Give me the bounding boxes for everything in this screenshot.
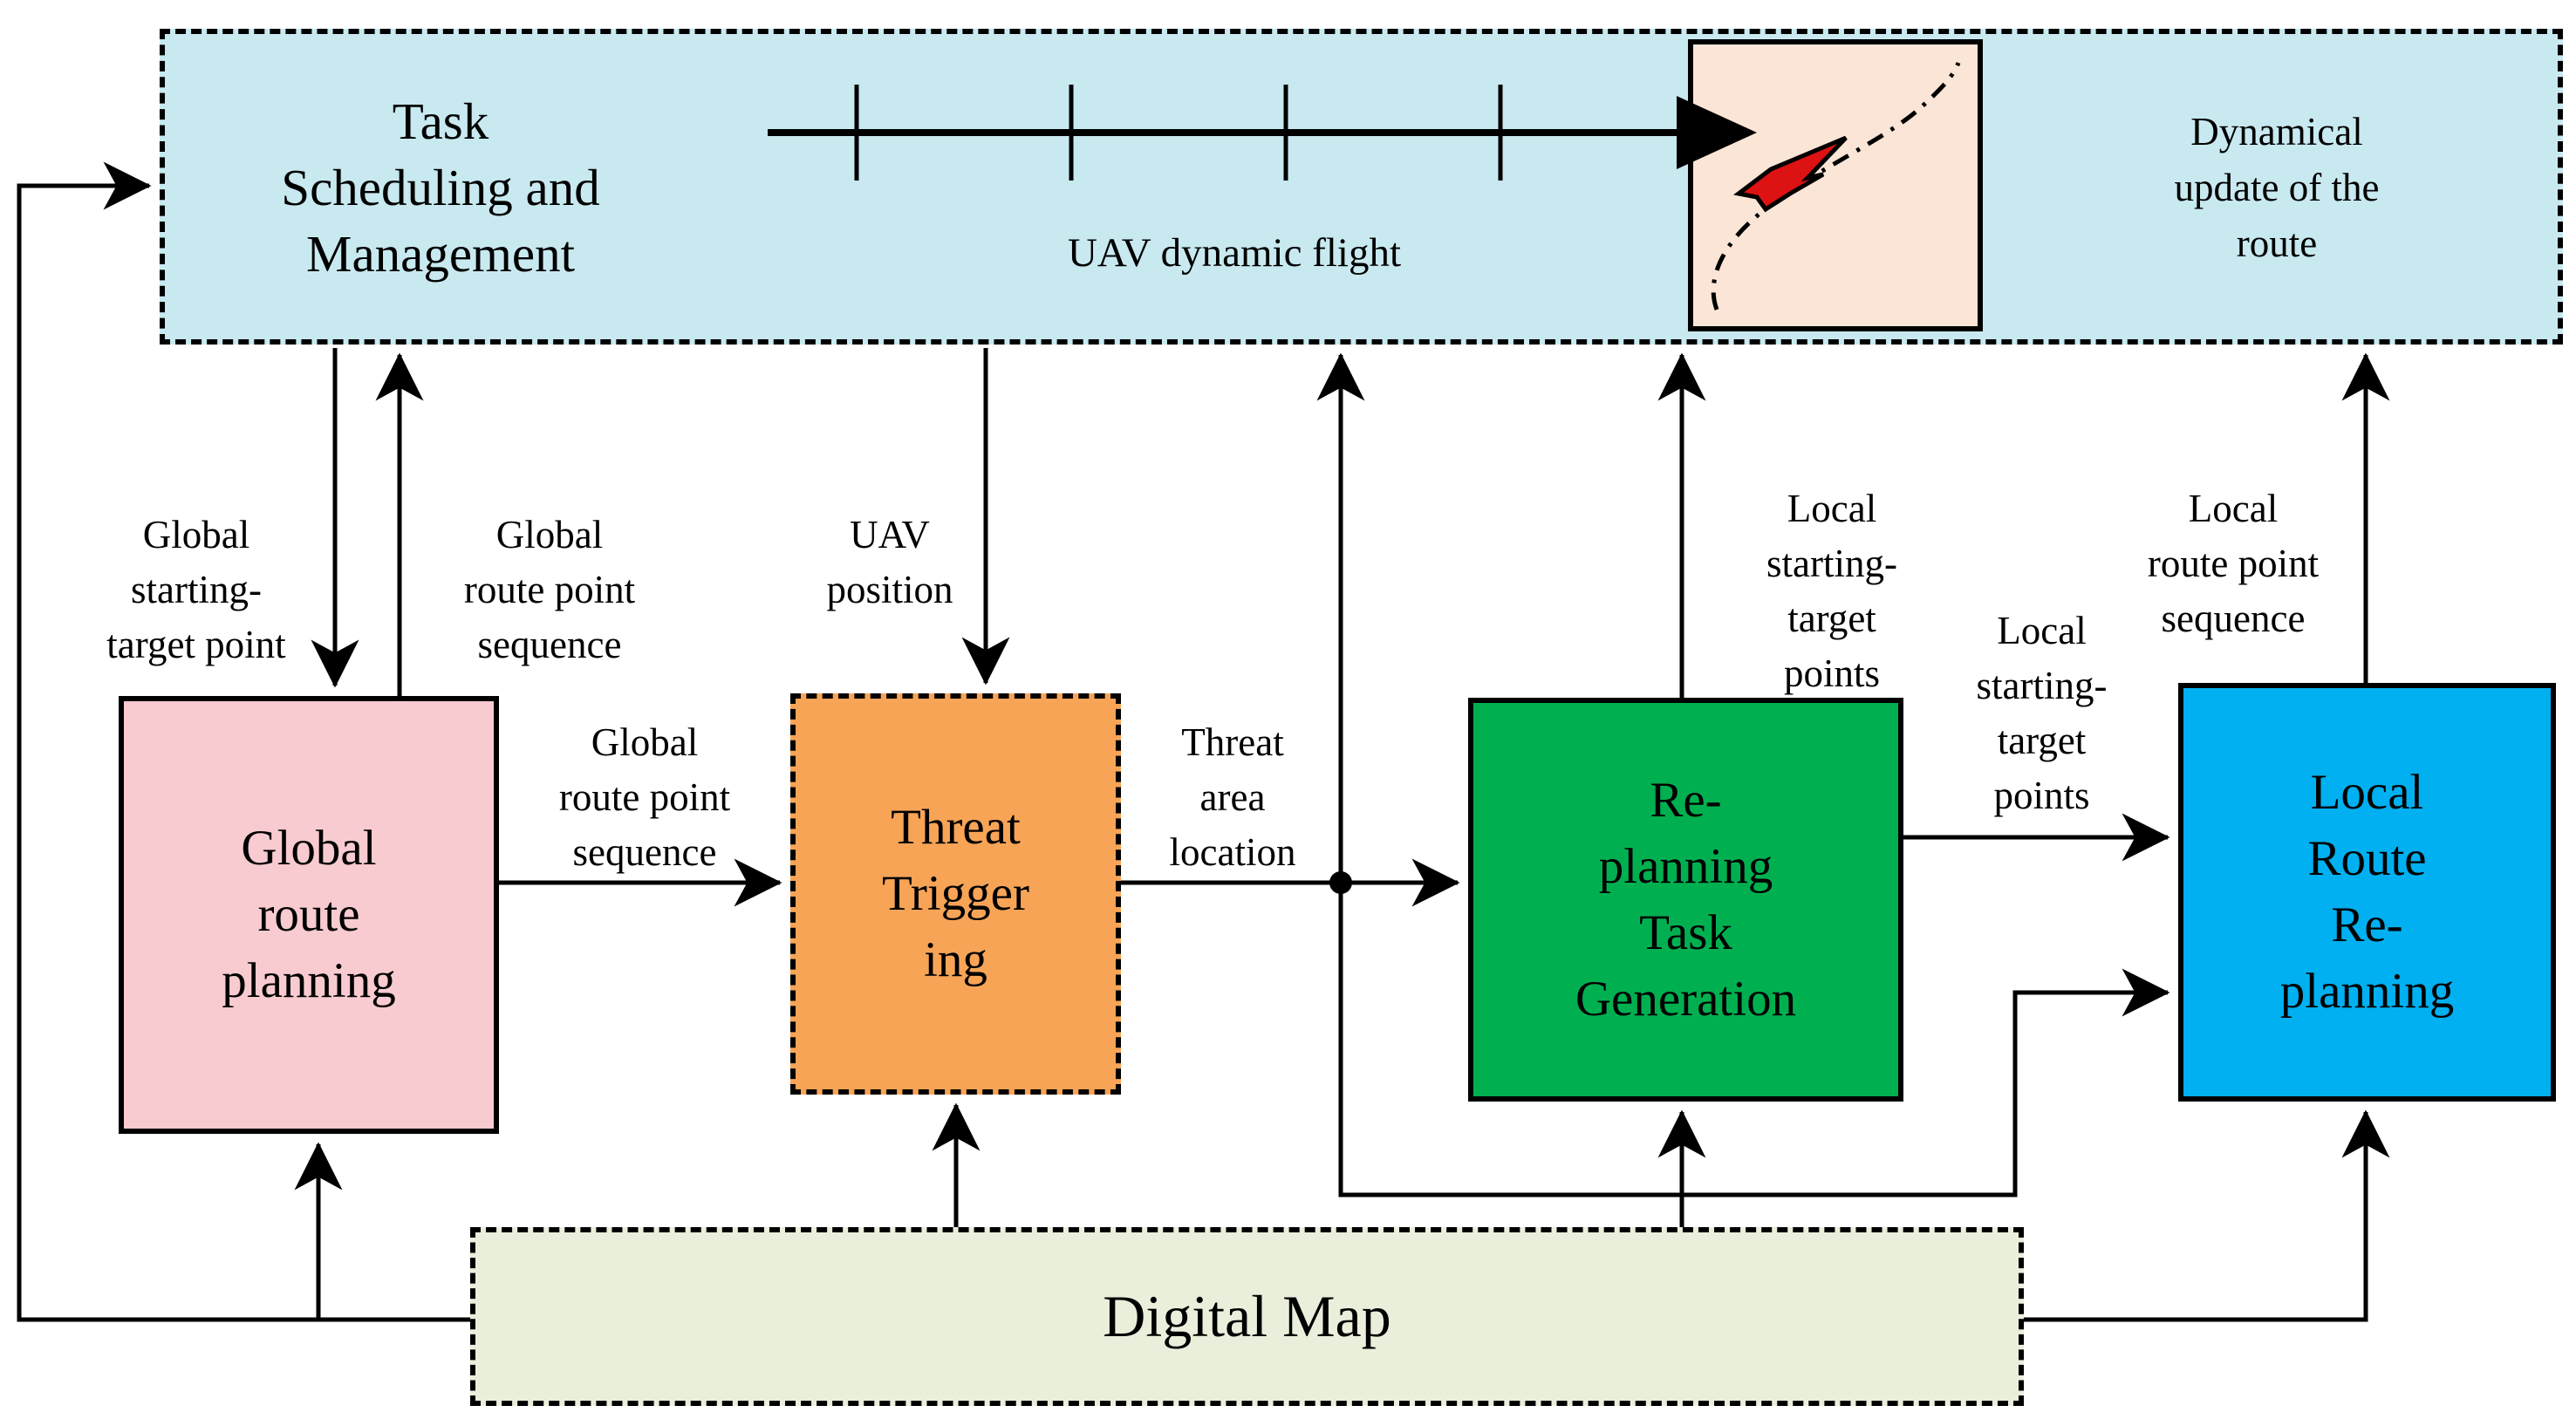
digital-map-box: Digital Map: [470, 1227, 2024, 1406]
caption-line: update of the: [2174, 166, 2380, 209]
label-line: Local: [2188, 487, 2279, 530]
label-line: Local: [1787, 487, 1877, 530]
label-line: sequence: [2161, 597, 2306, 640]
label-line: starting-: [1766, 542, 1897, 585]
label-global-route-point-sequence-mid: Global route point sequence: [501, 715, 789, 880]
label-uav-position: UAV position: [768, 508, 1012, 617]
box-line: planning: [222, 953, 396, 1008]
label-line: Global: [591, 720, 699, 764]
caption-line: route: [2236, 222, 2318, 265]
label-line: sequence: [572, 830, 717, 874]
label-line: points: [1993, 774, 2090, 817]
label-line: sequence: [477, 623, 622, 666]
label-line: points: [1783, 652, 1881, 695]
global-route-planning-box: Global route planning: [119, 696, 499, 1134]
box-line: route: [257, 887, 360, 942]
local-route-replanning-box: Local Route Re- planning: [2178, 683, 2556, 1102]
label-line: route point: [463, 568, 636, 611]
task-scheduling-management-box: [160, 29, 2563, 345]
title-line: Task: [392, 92, 489, 150]
label-line: UAV: [850, 513, 930, 556]
title-line: Management: [306, 225, 575, 283]
digital-map-label: Digital Map: [1103, 1283, 1391, 1349]
label-local-starting-target-points-up: Local starting- target points: [1697, 481, 1967, 701]
label-line: position: [826, 568, 953, 611]
label-line: Threat: [1181, 720, 1284, 764]
label-line: starting-: [131, 568, 262, 611]
box-line: Re-: [1650, 772, 1722, 828]
label-local-starting-target-points-mid: Local starting- target points: [1935, 604, 2149, 823]
label-line: area: [1199, 775, 1266, 819]
title-line: Scheduling and: [281, 159, 600, 216]
uav-dynamic-flight-text: UAV dynamic flight: [1067, 230, 1402, 276]
label-threat-area-location: Threat area location: [1124, 715, 1342, 880]
box-line: Generation: [1575, 971, 1797, 1027]
label-line: target: [1997, 719, 2087, 762]
label-line: route point: [2147, 542, 2320, 585]
box-line: ing: [924, 932, 987, 987]
label-global-route-point-sequence-up: Global route point sequence: [393, 508, 707, 672]
label-line: target: [1787, 597, 1876, 640]
threat-triggering-box: Threat Trigger ing: [790, 693, 1121, 1095]
uav-dynamic-flight-label: UAV dynamic flight: [951, 227, 1518, 279]
box-line: Re-: [2331, 897, 2403, 952]
box-line: Task: [1639, 904, 1732, 960]
label-line: location: [1169, 830, 1296, 874]
label-line: route point: [558, 775, 731, 819]
edge-digital-map-to-local-route-replanning-bottom: [2024, 1109, 2390, 1322]
label-local-route-point-sequence: Local route point sequence: [2076, 481, 2390, 646]
box-line: Threat: [891, 800, 1021, 855]
replanning-task-generation-box: Re- planning Task Generation: [1468, 698, 1903, 1102]
caption-line: Dynamical: [2190, 110, 2363, 154]
task-scheduling-management-title: Task Scheduling and Management: [170, 39, 711, 336]
box-line: planning: [2279, 964, 2455, 1019]
label-line: Global: [142, 513, 250, 556]
label-global-starting-target-point: Global starting- target point: [35, 508, 358, 672]
dynamical-update-label: Dynamical update of the route: [2033, 39, 2521, 336]
box-line: Trigger: [882, 866, 1029, 921]
label-line: Local: [1997, 609, 2087, 652]
box-line: Local: [2310, 765, 2424, 820]
label-line: Global: [495, 513, 604, 556]
box-line: Route: [2307, 831, 2427, 886]
label-line: starting-: [1976, 664, 2108, 707]
label-line: target point: [106, 623, 286, 666]
box-line: planning: [1598, 838, 1773, 894]
route-preview-thumbnail: [1688, 39, 1983, 331]
box-line: Global: [241, 821, 377, 876]
